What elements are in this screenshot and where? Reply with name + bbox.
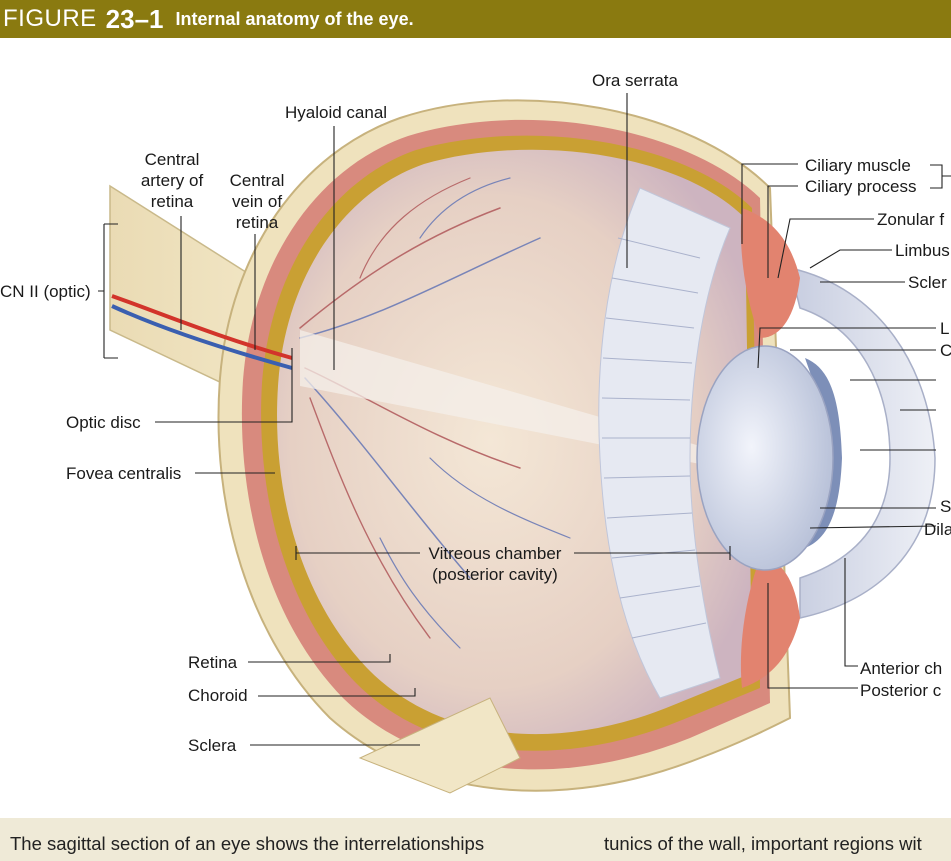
label-central-vein-line3: retina — [235, 213, 279, 232]
label-ora-serrata: Ora serrata — [592, 71, 678, 90]
ciliary-pleats — [601, 237, 707, 639]
label-lens-partial: L — [940, 319, 950, 338]
retinal-vessels — [299, 177, 571, 649]
label-cn-ii-optic: CN II (optic) — [0, 282, 91, 301]
label-central-artery-line1: Central — [144, 150, 200, 169]
ciliary-muscle-shape — [740, 208, 800, 338]
cornea — [788, 267, 936, 619]
label-vitreous-line2: (posterior cavity) — [432, 565, 558, 584]
leader-lines — [98, 93, 951, 746]
iris — [805, 358, 842, 548]
label-vitreous-line1: Vitreous chamber — [428, 544, 562, 563]
figure-word: FIGURE — [3, 5, 97, 32]
ciliary-body — [598, 187, 731, 699]
label-central-artery-line2: artery of — [140, 171, 204, 190]
label-central-vein: Central vein of retina — [221, 170, 293, 233]
eye-illustration: Ora serrata Hyaloid canal Central artery… — [0, 38, 951, 818]
label-vitreous-chamber: Vitreous chamber (posterior cavity) — [420, 543, 570, 585]
label-central-vein-line2: vein of — [231, 192, 283, 211]
label-zonular-fibers: Zonular f — [877, 210, 945, 229]
figure-number: 23–1 — [105, 3, 164, 34]
sclera-cut — [358, 697, 521, 794]
ciliary-muscle-lower — [740, 558, 800, 688]
label-sclera-right: Scler — [908, 273, 947, 292]
figure-title: Internal anatomy of the eye. — [175, 8, 414, 29]
label-limbus: Limbus — [895, 241, 950, 260]
caption-left: The sagittal section of an eye shows the… — [10, 833, 485, 854]
label-dila-partial: Dila — [924, 520, 951, 539]
label-anterior-chamber-partial: Anterior ch — [860, 659, 943, 678]
label-posterior-chamber-partial: Posterior c — [860, 681, 942, 700]
label-sclera: Sclera — [188, 736, 237, 755]
label-ciliary-process: Ciliary process — [805, 177, 917, 196]
label-hyaloid-canal: Hyaloid canal — [285, 103, 388, 122]
label-ciliary-muscle: Ciliary muscle — [805, 156, 911, 175]
central-artery — [111, 294, 293, 360]
eye-diagram — [98, 93, 951, 794]
figure-caption: The sagittal section of an eye shows the… — [0, 818, 951, 861]
label-c-partial: C — [940, 341, 951, 360]
label-optic-disc: Optic disc — [66, 413, 141, 432]
label-central-artery-line3: retina — [150, 192, 194, 211]
central-vein — [111, 304, 293, 370]
lens — [696, 345, 834, 571]
label-fovea-centralis: Fovea centralis — [66, 464, 182, 483]
label-choroid: Choroid — [188, 686, 248, 705]
label-central-artery: Central artery of retina — [132, 149, 212, 212]
caption-right: tunics of the wall, important regions wi… — [604, 833, 922, 854]
label-central-vein-line1: Central — [229, 171, 285, 190]
figure-header: FIGURE 23–1 Internal anatomy of the eye. — [0, 0, 951, 38]
label-retina: Retina — [188, 653, 238, 672]
label-s-partial: S — [940, 497, 951, 516]
